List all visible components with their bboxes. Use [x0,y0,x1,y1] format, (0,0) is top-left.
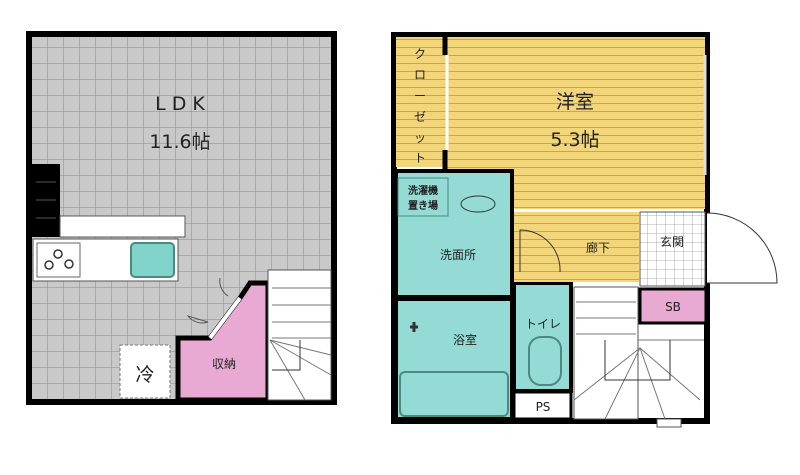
ldk-size: 11.6帖 [149,131,210,153]
western-room-size: 5.3帖 [550,129,599,151]
hallway-label: 廊下 [586,240,610,255]
closet [396,37,445,167]
closet-label: ク ロ ー ゼ ッ ト [414,47,426,165]
pipe-space-label: PS [536,400,551,414]
staircase-1f [267,269,332,401]
washer-space [397,177,449,217]
ldk-label: L D K [155,93,205,115]
washer-label: 洗濯機 [408,184,438,197]
western-room-label: 洋室 [556,91,594,113]
sink-icon [130,242,175,278]
shoe-box [638,287,708,325]
svg-text:ト: ト [414,151,426,165]
washer-label-2: 置き場 [408,199,438,212]
svg-text:ー: ー [414,89,426,103]
entrance-label: 玄関 [660,234,684,249]
front-door[interactable] [706,212,778,284]
first-floor: L D K 11.6帖 冷 収納 [26,31,337,405]
second-floor: ク ロ ー ゼ ッ ト 洋室 5.3帖 洗濯機 置き場 洗面所 浴室 トイレ P… [391,32,778,428]
shoe-box-label: SB [665,300,681,314]
toilet-icon [528,336,562,386]
storage-door[interactable] [186,277,229,324]
pipe-space [512,390,573,421]
fridge-label: 冷 [135,364,154,386]
storage-label: 収納 [212,357,236,371]
bathroom-label: 浴室 [453,332,477,347]
counter [59,215,186,238]
entrance [639,211,706,287]
svg-text:ク: ク [414,47,426,61]
hallway [514,212,639,282]
toilet-label: トイレ [525,317,561,331]
shower-icon [410,322,418,332]
svg-text:ロ: ロ [414,68,426,82]
bathtub-icon [399,371,509,417]
fridge-space [119,344,171,399]
svg-text:ゼ: ゼ [414,110,426,124]
exterior-step [656,418,682,428]
svg-text:ッ: ッ [414,131,426,145]
staircase-2f [573,286,704,420]
washroom-label: 洗面所 [440,248,476,262]
stove-icon [36,242,81,278]
basin-icon [460,195,496,213]
hallway-door[interactable] [519,229,561,273]
